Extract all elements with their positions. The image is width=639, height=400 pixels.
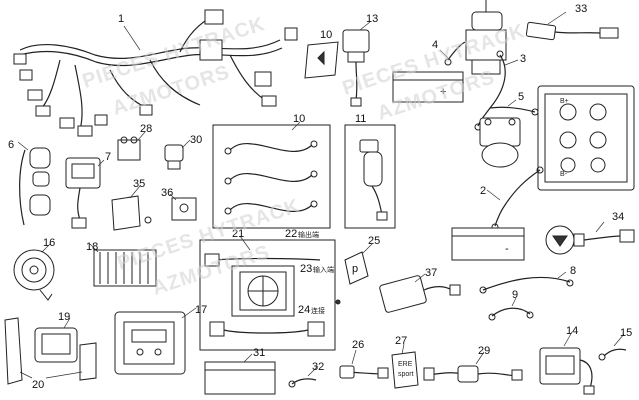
callout-17: 17 xyxy=(195,304,207,316)
controller-bplus-label: B+ xyxy=(560,98,569,105)
part-7-fuse-box: 7 xyxy=(65,151,111,229)
part-20-bracket: 20 xyxy=(4,317,97,391)
part-key-switch xyxy=(465,0,507,75)
battery-minus-label: - xyxy=(505,243,509,255)
part-28-relay: 28 xyxy=(117,123,152,161)
callout-5: 5 xyxy=(518,91,524,103)
part-30-switch: 30 xyxy=(164,134,202,170)
sticker-27-line1: ERE xyxy=(398,361,413,368)
part-8-cable: 8 xyxy=(479,265,576,294)
part-29-combination-switch: 29 xyxy=(423,345,523,383)
part-controller: B+ B- xyxy=(537,85,635,191)
part-36-decal: 36 xyxy=(161,187,197,221)
callout-35: 35 xyxy=(133,178,145,190)
part-13-socket: 13 xyxy=(342,13,378,107)
part-34-indicator: 34 xyxy=(545,211,635,255)
sticker-27-line2: sport xyxy=(398,371,414,378)
callout-27: 27 xyxy=(395,335,407,347)
callout-30: 30 xyxy=(190,134,202,146)
callout-33: 33 xyxy=(575,3,587,15)
callout-19: 19 xyxy=(58,311,70,323)
callout-36: 36 xyxy=(161,187,173,199)
sticker-25-glyph: p xyxy=(352,263,358,275)
controller-bminus-label: B- xyxy=(560,171,568,178)
part-5-cable: 5 xyxy=(489,91,539,116)
part-25-sticker: p 25 xyxy=(335,235,380,305)
callout-12: 10 xyxy=(320,29,332,41)
callout-25: 25 xyxy=(368,235,380,247)
callout-21: 21 xyxy=(232,228,244,240)
part-1-wiring-harness: 1 xyxy=(13,9,298,137)
part-14-relay-module: 14 xyxy=(539,325,595,395)
label-24-suffix: 连接 xyxy=(311,306,325,315)
label-22-suffix: 输出端 xyxy=(298,230,319,239)
callout-2: 2 xyxy=(480,185,486,197)
callout-22: 22 xyxy=(285,228,297,240)
part-33-sensor: 33 xyxy=(525,3,619,41)
part-4-battery-cable: 4 xyxy=(432,39,466,66)
part-15-bulb: 15 xyxy=(598,327,632,361)
part-18-flasher: 18 xyxy=(86,241,157,287)
part-9-cable: 9 xyxy=(488,289,534,321)
part-19-switch-assembly: 19 xyxy=(34,311,78,363)
part-27-sticker: ERE sport 27 xyxy=(391,335,419,389)
part-charger-group: 21 22 输出端 23 输入端 24 连接 xyxy=(199,228,336,351)
part-26-cable: 26 xyxy=(339,339,389,379)
callout-24: 24 xyxy=(298,304,310,316)
callout-28: 28 xyxy=(140,123,152,135)
part-17-controller-unit: 17 xyxy=(114,304,207,375)
part-10-cable-set: 10 xyxy=(212,113,331,229)
part-37-module: 37 xyxy=(379,267,461,313)
callout-3: 3 xyxy=(520,53,526,65)
callout-23: 23 xyxy=(300,263,312,275)
callout-16: 16 xyxy=(43,237,55,249)
callout-13: 13 xyxy=(366,13,378,25)
battery-plus-label: + xyxy=(440,86,446,98)
part-11-fuse-holder: 11 xyxy=(344,113,396,229)
callout-37: 37 xyxy=(425,267,437,279)
callout-15: 15 xyxy=(620,327,632,339)
callout-1: 1 xyxy=(118,13,124,25)
part-32-bulb: 32 xyxy=(288,361,324,388)
part-battery-top: + xyxy=(392,71,464,103)
callout-29: 29 xyxy=(478,345,490,357)
part-31-battery: 31 xyxy=(204,347,276,395)
part-35-module: 35 xyxy=(111,178,152,231)
callout-11: 11 xyxy=(355,113,366,125)
callout-6: 6 xyxy=(8,139,14,151)
callout-32: 32 xyxy=(312,361,324,373)
callout-9: 9 xyxy=(512,289,518,301)
callout-26: 26 xyxy=(352,339,364,351)
part-battery-bottom: - xyxy=(451,227,525,261)
callout-31: 31 xyxy=(253,347,265,359)
callout-7: 7 xyxy=(105,151,111,163)
part-12-label: 10 xyxy=(304,29,339,79)
callout-20: 20 xyxy=(32,379,44,391)
label-23-suffix: 输入端 xyxy=(313,265,334,274)
part-16-horn: 16 xyxy=(13,237,55,301)
part-6-bracket: 6 xyxy=(8,139,51,226)
part-2-cable: 2 xyxy=(480,166,544,231)
callout-18: 18 xyxy=(86,241,98,253)
callout-4: 4 xyxy=(432,39,438,51)
callout-34: 34 xyxy=(612,211,624,223)
callout-10: 10 xyxy=(293,113,305,125)
callout-8: 8 xyxy=(570,265,576,277)
callout-14: 14 xyxy=(566,325,578,337)
part-solenoid xyxy=(479,117,521,168)
